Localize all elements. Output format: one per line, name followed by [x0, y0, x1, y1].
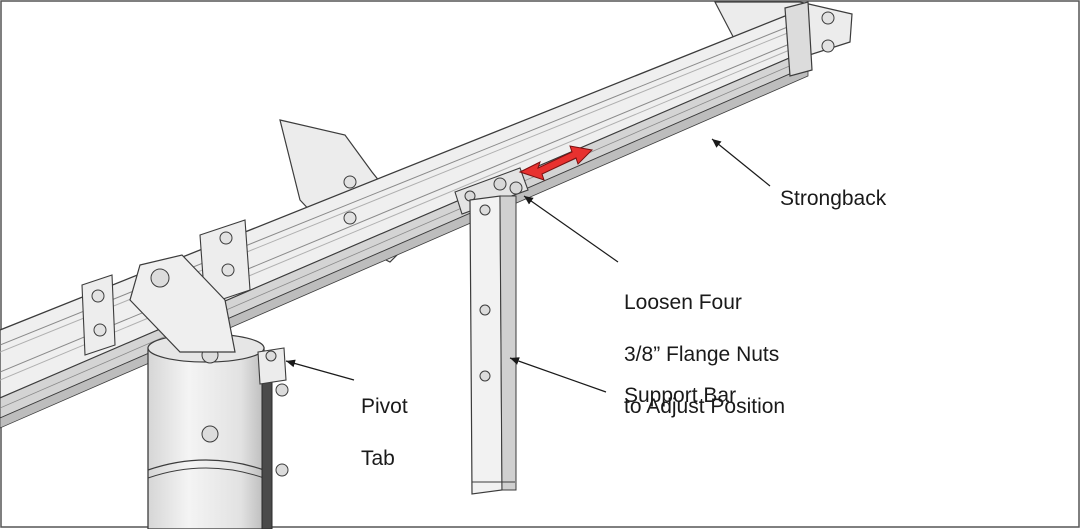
pivot-tab-label-line2: Tab	[361, 447, 395, 470]
pivot-tab	[257, 347, 289, 477]
flange-nuts-label: Loosen Four 3/8” Flange Nuts to Adjust P…	[624, 264, 785, 446]
pivot-tab-label: Pivot Tab	[361, 368, 408, 498]
flange-nuts-label-line3: to Adjust Position	[624, 395, 786, 418]
flange-nuts-leader	[523, 195, 619, 263]
beam-bolts	[91, 11, 835, 337]
pivot-bolt	[150, 268, 170, 288]
adjust-direction-arrow	[518, 145, 594, 181]
flange-nuts-label-line1: Loosen Four	[624, 291, 742, 314]
flange-nuts-label-line2: 3/8” Flange Nuts	[624, 343, 780, 366]
pivot-post	[147, 333, 273, 529]
pivot-tab-leader	[285, 359, 355, 381]
beam-end-cap	[784, 1, 813, 77]
support-bar-leader	[509, 357, 607, 393]
strongback-label: Strongback	[780, 187, 887, 210]
support-bar-label: Support Bar	[624, 384, 737, 407]
strongback-leader	[711, 138, 771, 187]
pivot-tab-label-line1: Pivot	[361, 395, 408, 418]
support-bar	[469, 195, 517, 495]
